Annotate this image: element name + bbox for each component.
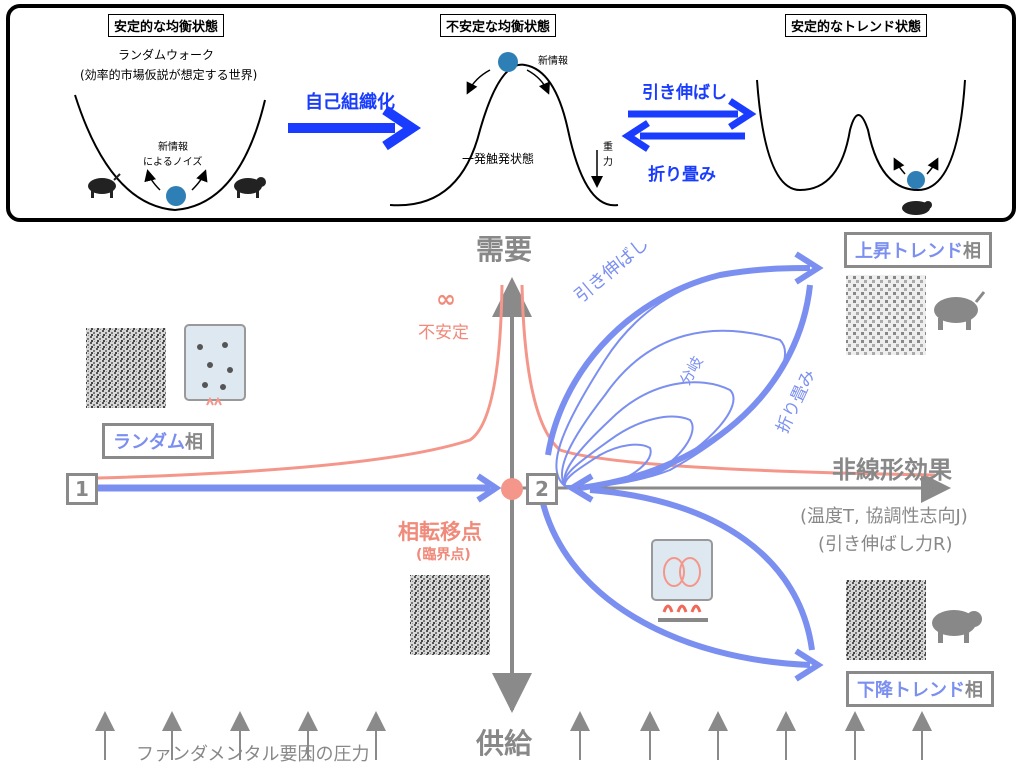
gravity-label: 重 力 [603, 142, 613, 168]
down-trend-image [846, 580, 926, 660]
random-label: ランダム [113, 432, 185, 453]
noise-arrow-right [191, 169, 208, 191]
state-2-box: 2 [526, 473, 558, 505]
bear-icon-small-2 [902, 201, 932, 215]
fundamental-pressure-arrows [95, 711, 932, 760]
supply-label: 供給 [476, 727, 533, 760]
down-trend-label: 下降トレンド [857, 680, 965, 701]
critical-image [410, 575, 490, 655]
valley-curve [74, 94, 266, 212]
down-trend-phase-box: 下降トレンド相 [846, 671, 994, 707]
ball-1 [166, 186, 186, 206]
transition-label: 相転移点 [398, 520, 482, 544]
ball-3 [907, 171, 925, 189]
unstable-label: 不安定 [418, 323, 469, 343]
critical-point [501, 478, 523, 500]
bull-icon-small [88, 173, 121, 198]
self-org-label: 自己組織化 [305, 92, 395, 113]
up-trend-image [846, 275, 926, 355]
fold-back-path [579, 284, 813, 491]
up-trend-phase-box: 上昇トレンド相 [844, 232, 992, 268]
up-trend-path [545, 265, 811, 456]
demand-label: 需要 [476, 233, 533, 266]
random-phase-image [86, 328, 166, 408]
panel1-line1: ランダムウォーク [118, 48, 215, 62]
ball-2 [498, 52, 518, 72]
critical-label: (臨界点) [416, 547, 471, 563]
bear-icon [932, 610, 982, 643]
infinity-label: ∞ [436, 285, 456, 313]
panel3-title: 安定的なトレンド状態 [785, 14, 928, 37]
stretch-label: 引き伸ばし [642, 83, 727, 103]
fundamental-label: ファンダメンタル要因の圧力 [136, 744, 370, 765]
panel1-title: 安定的な均衡状態 [108, 14, 225, 37]
panel1-noise1: 新情報 [158, 142, 188, 153]
panel2-label: 一発触発状態 [462, 152, 535, 166]
top-panel [6, 4, 1016, 222]
bear-icon-small [234, 177, 266, 198]
panel2-new-info: 新情報 [538, 56, 568, 67]
down-trend-path-1 [537, 489, 811, 668]
nonlinear-sub2: (引き伸ばし力R) [818, 534, 953, 555]
bull-icon [934, 291, 986, 330]
beaker-heated-icon [651, 539, 713, 622]
beaker-icon [184, 324, 246, 406]
nonlinear-label: 非線形効果 [832, 456, 952, 484]
double-well-curve [756, 79, 966, 192]
state-1-box: 1 [66, 473, 98, 505]
divergence-curve-left [97, 284, 504, 480]
panel1-noise2: によるノイズ [143, 157, 203, 168]
random-phase-box: ランダム相 [102, 423, 214, 459]
nonlinear-sub1: (温度T, 協調性志向J) [800, 506, 968, 527]
divergence-curve-right [520, 284, 936, 477]
panel2-title: 不安定な均衡状態 [440, 14, 557, 37]
up-trend-suffix: 相 [963, 241, 981, 262]
random-suffix: 相 [185, 432, 203, 453]
up-trend-label: 上昇トレンド [855, 241, 963, 262]
down-trend-path-2 [589, 487, 815, 651]
down-trend-suffix: 相 [965, 680, 983, 701]
noise-arrow-left [144, 169, 161, 191]
fold-label: 折り畳み [648, 165, 716, 185]
hill-curve [389, 63, 619, 207]
panel1-line2: (効率的市場仮説が想定する世界) [80, 68, 258, 82]
